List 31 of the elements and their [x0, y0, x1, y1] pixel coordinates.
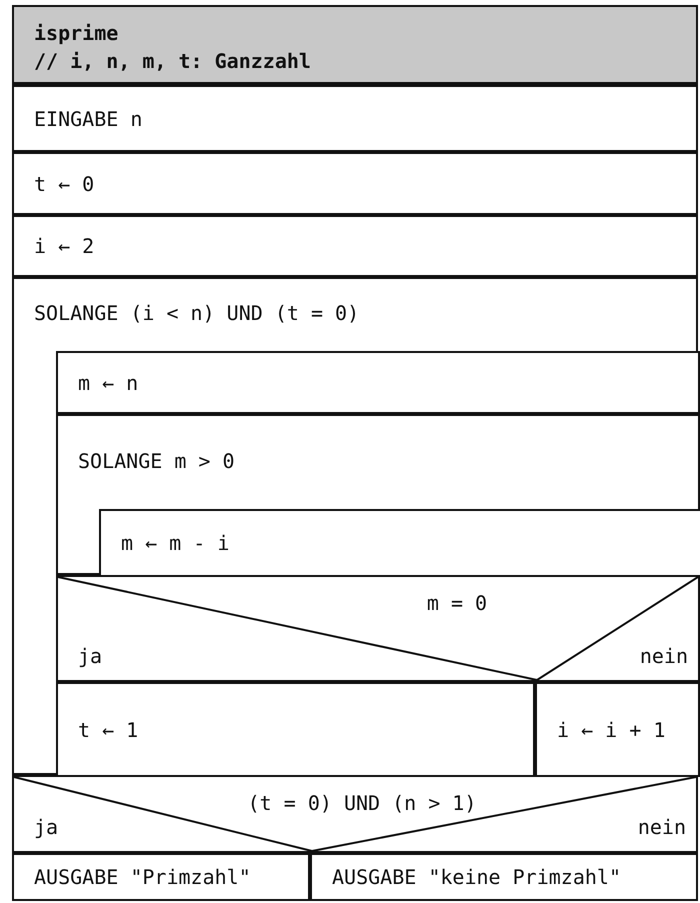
statement-block — [56, 682, 535, 777]
function-name: isprime — [34, 21, 118, 45]
comment-text: // i, n, m, t: Ganzzahl — [34, 49, 311, 73]
branch-label: ja — [78, 644, 102, 668]
statement-block — [12, 85, 698, 152]
statement-block — [12, 215, 698, 277]
condition-text: (t = 0) UND (n > 1) — [248, 791, 476, 815]
statement-text: t ← 0 — [34, 172, 94, 196]
branch-label: nein — [638, 815, 686, 839]
branch-label: ja — [34, 815, 58, 839]
statement-text: m ← m - i — [121, 531, 230, 555]
statement-block — [12, 152, 698, 215]
branch-label: nein — [640, 644, 688, 668]
statement-block — [310, 853, 698, 901]
statement-block — [99, 509, 700, 577]
statement-block — [12, 853, 310, 901]
header-block — [12, 5, 698, 87]
loop-block — [12, 277, 698, 775]
statement-text: m ← n — [78, 370, 138, 394]
statement-text: EINGABE n — [34, 106, 142, 130]
loop-condition: SOLANGE m > 0 — [78, 448, 235, 472]
statement-text: AUSGABE "keine Primzahl" — [332, 865, 621, 889]
statement-text: AUSGABE "Primzahl" — [34, 865, 251, 889]
statement-text: t ← 1 — [78, 718, 138, 742]
loop-condition: SOLANGE (i < n) UND (t = 0) — [34, 301, 360, 325]
statement-block — [535, 682, 700, 777]
statement-block — [56, 351, 700, 414]
statement-text: i ← 2 — [34, 234, 94, 258]
condition-text: m = 0 — [426, 591, 488, 615]
loop-block — [56, 414, 700, 575]
statement-text: i ← i + 1 — [557, 718, 666, 742]
